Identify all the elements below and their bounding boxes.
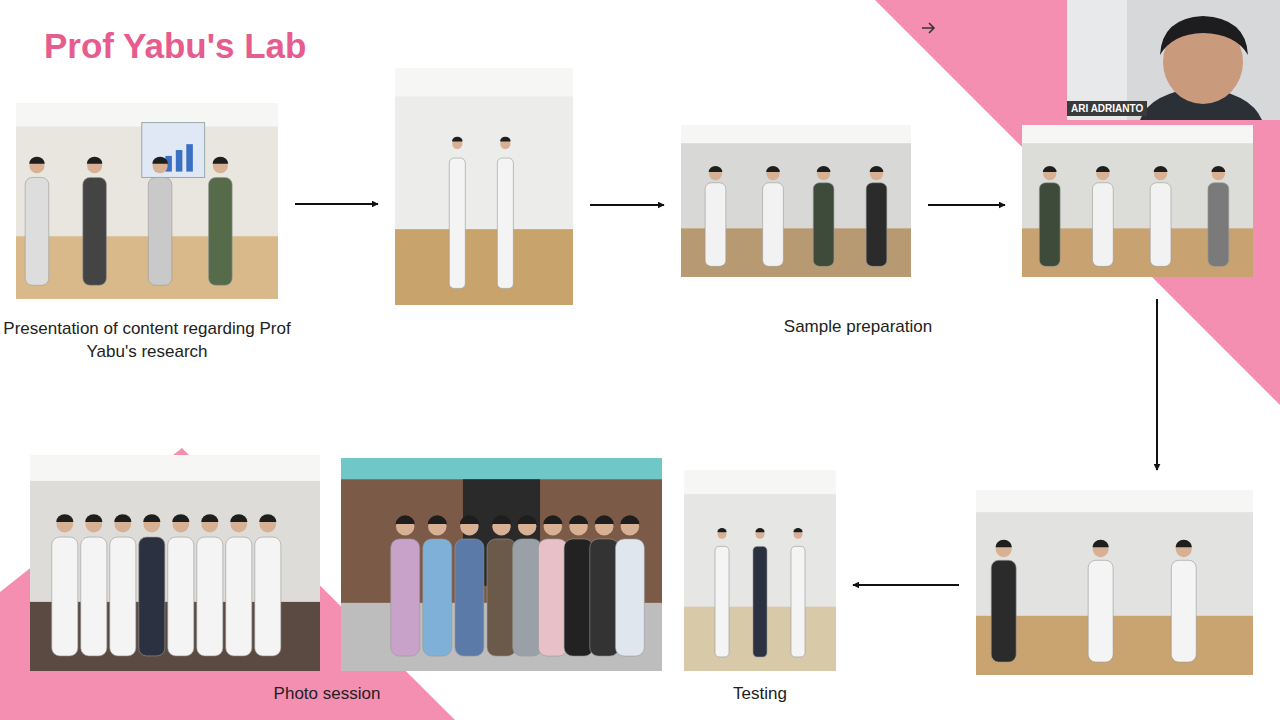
caption-holder: Photo session <box>227 682 427 705</box>
photo-illustration <box>976 490 1253 675</box>
photo-wall <box>341 458 662 671</box>
photo-person <box>148 157 172 286</box>
photo-person <box>705 166 726 266</box>
photo-illustration <box>395 68 573 305</box>
photo-illustration <box>341 458 662 671</box>
photo-step: Photo session <box>341 458 662 671</box>
step-caption: Testing <box>733 682 787 705</box>
photo-person <box>83 157 107 286</box>
caption-holder: Presentation of content regarding Prof Y… <box>0 317 297 363</box>
flow-arrow <box>1156 299 1158 470</box>
photo-person <box>449 137 465 289</box>
photo-person <box>791 528 805 657</box>
webcam-hair <box>1160 16 1248 55</box>
photo-ceiling <box>976 490 1253 512</box>
photo-bench <box>16 236 278 299</box>
photo-person <box>991 540 1016 662</box>
photo-person <box>1092 166 1113 266</box>
pink-corner <box>875 0 1280 405</box>
photo-person <box>1039 166 1060 266</box>
webcam-ground <box>1067 0 1280 120</box>
photo-person <box>1171 540 1196 662</box>
photo-ceiling <box>30 455 320 481</box>
photo-step <box>30 455 320 671</box>
photo-illustration <box>30 455 320 671</box>
cursor-mark <box>922 23 934 33</box>
photo-wall <box>30 455 320 671</box>
photo-ceiling <box>1022 125 1253 143</box>
photo-illustration <box>684 470 836 671</box>
photo-person <box>763 166 784 266</box>
photo-bench <box>395 229 573 305</box>
photo-person <box>423 515 452 656</box>
step-caption: Presentation of content regarding Prof Y… <box>0 317 297 363</box>
photo-person <box>226 514 252 656</box>
photo-person <box>25 157 49 286</box>
photo-person <box>209 157 233 286</box>
photo-person <box>497 137 513 289</box>
photo-ceiling <box>681 125 911 143</box>
photo-step: Presentation of content regarding Prof Y… <box>16 103 278 299</box>
photo-ceiling <box>395 68 573 96</box>
slide-title: Prof Yabu's Lab <box>44 26 306 66</box>
photo-person <box>81 514 107 656</box>
photo-wall <box>681 125 911 277</box>
photo-step <box>1022 125 1253 277</box>
photo-wall <box>976 490 1253 675</box>
flow-arrow <box>295 203 378 205</box>
photo-canopy <box>341 458 662 479</box>
caption-holder: Sample preparation <box>758 315 958 338</box>
photo-screen <box>142 123 205 178</box>
photo-step: Testing <box>684 470 836 671</box>
flow-arrow <box>928 204 1005 206</box>
photo-step <box>395 68 573 305</box>
participant-name: ARI ADRIANTO <box>1067 101 1147 116</box>
photo-person <box>255 514 281 656</box>
photo-illustration <box>681 125 911 277</box>
flow-arrow <box>590 204 664 206</box>
photo-person <box>391 515 420 656</box>
photo-step <box>976 490 1253 675</box>
photo-person <box>590 515 619 656</box>
photo-person <box>715 528 729 657</box>
photo-person <box>753 528 767 657</box>
step-caption: Sample preparation <box>784 315 932 338</box>
step-caption: Photo session <box>274 682 381 705</box>
photo-step: Sample preparation <box>681 125 911 277</box>
flow-arrow <box>853 584 959 586</box>
photo-person <box>197 514 223 656</box>
photo-person <box>139 514 165 656</box>
photo-person <box>1150 166 1171 266</box>
photo-person <box>487 515 516 656</box>
photo-person <box>615 515 644 656</box>
photo-wall <box>1022 125 1253 277</box>
photo-person <box>813 166 834 266</box>
caption-holder: Testing <box>690 682 830 705</box>
photo-person <box>110 514 136 656</box>
photo-illustration <box>1022 125 1253 277</box>
photo-person <box>1088 540 1113 662</box>
photo-wall <box>395 68 573 305</box>
photo-person <box>513 515 542 656</box>
photo-wall <box>16 103 278 299</box>
photo-chart-bar <box>176 150 183 172</box>
photo-person <box>538 515 567 656</box>
photo-person <box>1208 166 1229 266</box>
photo-person <box>168 514 194 656</box>
photo-person <box>455 515 484 656</box>
webcam-view <box>1067 0 1280 120</box>
photo-person <box>52 514 78 656</box>
photo-person <box>866 166 887 266</box>
photo-chart-bar <box>186 144 193 171</box>
photo-person <box>564 515 593 656</box>
photo-bench <box>976 616 1253 675</box>
photo-wall <box>684 470 836 671</box>
photo-ceiling <box>684 470 836 494</box>
photo-illustration <box>16 103 278 299</box>
